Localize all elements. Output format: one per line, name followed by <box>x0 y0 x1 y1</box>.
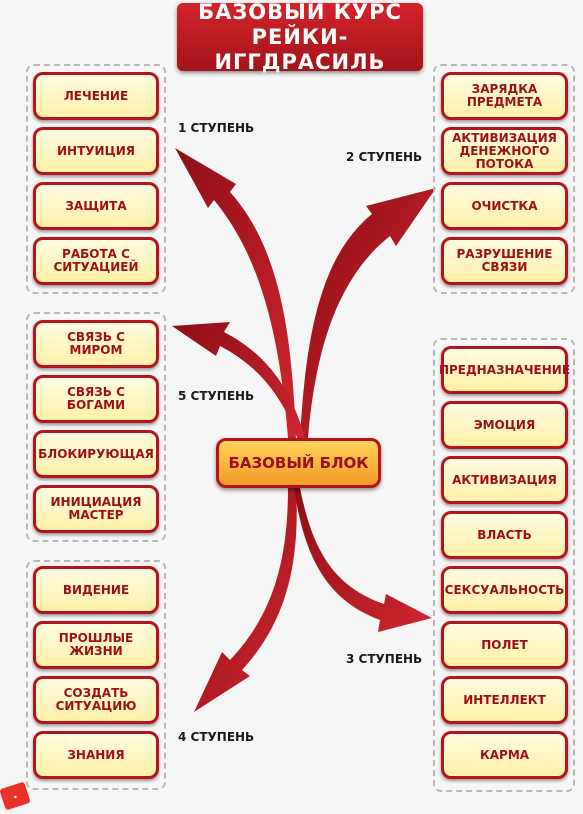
course-title-line1: БАЗОВЫЙ КУРС <box>198 0 402 24</box>
box-blokiruyushchaya[interactable]: БЛОКИРУЮЩАЯ <box>33 430 159 478</box>
box-label: ИНТЕЛЛЕКТ <box>463 692 546 707</box>
group-step-2 <box>433 64 575 294</box>
box-label: СВЯЗЬ С БОГАМИ <box>66 385 126 412</box>
group-step-3 <box>433 338 575 792</box>
box-label: БЛОКИРУЮЩАЯ <box>38 446 154 461</box>
box-label: ЗАРЯДКА ПРЕДМЕТА <box>466 82 543 109</box>
box-sozdat-situatsiyu[interactable]: СОЗДАТЬ СИТУАЦИЮ <box>33 676 159 724</box>
step-5-label: 5 СТУПЕНЬ <box>178 389 255 403</box>
box-label: СЕКСУАЛЬНОСТЬ <box>444 582 565 597</box>
box-razrushenie-svyazi[interactable]: РАЗРУШЕНИЕ СВЯЗИ <box>441 237 568 285</box>
box-label: ПРОШЛЫЕ ЖИЗНИ <box>58 631 134 658</box>
box-intellekt[interactable]: ИНТЕЛЛЕКТ <box>441 676 568 724</box>
box-vlast[interactable]: ВЛАСТЬ <box>441 511 568 559</box>
box-svyaz-s-bogami[interactable]: СВЯЗЬ С БОГАМИ <box>33 375 159 423</box>
box-label: ЗАЩИТА <box>65 198 127 213</box>
box-proshlye-zhizni[interactable]: ПРОШЛЫЕ ЖИЗНИ <box>33 621 159 669</box>
box-label: ЛЕЧЕНИЕ <box>63 88 129 103</box>
box-label: СОЗДАТЬ СИТУАЦИЮ <box>55 686 137 713</box>
box-label: ОЧИСТКА <box>471 198 538 213</box>
box-zaryadka-predmeta[interactable]: ЗАРЯДКА ПРЕДМЕТА <box>441 72 568 120</box>
step-4-label: 4 СТУПЕНЬ <box>178 730 255 744</box>
box-lechenie[interactable]: ЛЕЧЕНИЕ <box>33 72 159 120</box>
box-label: ЭМОЦИЯ <box>473 417 536 432</box>
box-label: КАРМА <box>479 747 530 762</box>
box-label: ИНТУИЦИЯ <box>57 143 135 158</box>
box-karma[interactable]: КАРМА <box>441 731 568 779</box>
box-label: ВИДЕНИЕ <box>62 582 130 597</box>
step-3-label: 3 СТУПЕНЬ <box>346 652 423 666</box>
step-1-label: 1 СТУПЕНЬ <box>178 121 255 135</box>
arrow-to-step-5 <box>172 322 305 440</box>
group-step-4 <box>26 560 166 790</box>
box-emotsiya[interactable]: ЭМОЦИЯ <box>441 401 568 449</box>
step-2-label: 2 СТУПЕНЬ <box>346 150 423 164</box>
box-znaniya[interactable]: ЗНАНИЯ <box>33 731 159 779</box>
box-label: ЗНАНИЯ <box>67 747 125 762</box>
center-block[interactable]: БАЗОВЫЙ БЛОК <box>216 438 381 488</box>
group-step-1 <box>26 64 166 294</box>
box-label: РАБОТА С СИТУАЦИЕЙ <box>53 247 139 274</box>
box-label: ИНИЦИАЦИЯ МАСТЕР <box>50 495 142 522</box>
center-block-label: БАЗОВЫЙ БЛОК <box>228 454 369 472</box>
arrow-to-step-3 <box>294 488 432 632</box>
arrow-to-step-2 <box>300 188 436 438</box>
box-rabota-s-situatsiey[interactable]: РАБОТА С СИТУАЦИЕЙ <box>33 237 159 285</box>
box-seksualnost[interactable]: СЕКСУАЛЬНОСТЬ <box>441 566 568 614</box>
box-aktivizatsiya[interactable]: АКТИВИЗАЦИЯ <box>441 456 568 504</box>
box-label: АКТИВИЗАЦИЯ <box>452 472 557 487</box>
box-prednaznachenie[interactable]: ПРЕДНАЗНАЧЕНИЕ <box>439 346 570 394</box>
box-label: ПРЕДНАЗНАЧЕНИЕ <box>438 362 571 377</box>
box-zashchita[interactable]: ЗАЩИТА <box>33 182 159 230</box>
box-svyaz-s-mirom[interactable]: СВЯЗЬ С МИРОМ <box>33 320 159 368</box>
box-aktivizatsiya-denezhnogo-potoka[interactable]: АКТИВИЗАЦИЯ ДЕНЕЖНОГО ПОТОКА <box>441 127 568 175</box>
box-label: СВЯЗЬ С МИРОМ <box>67 330 125 357</box>
arrow-to-step-1 <box>175 148 296 438</box>
course-title-line2: РЕЙКИ-ИГГДРАСИЛЬ <box>214 24 386 74</box>
box-ochistka[interactable]: ОЧИСТКА <box>441 182 568 230</box>
box-polet[interactable]: ПОЛЕТ <box>441 621 568 669</box>
course-title: БАЗОВЫЙ КУРС РЕЙКИ-ИГГДРАСИЛЬ <box>177 0 423 74</box>
box-label: АКТИВИЗАЦИЯ ДЕНЕЖНОГО ПОТОКА <box>452 130 557 171</box>
box-initsiatsiya-master[interactable]: ИНИЦИАЦИЯ МАСТЕР <box>33 485 159 533</box>
box-videnie[interactable]: ВИДЕНИЕ <box>33 566 159 614</box>
group-step-5 <box>26 312 166 542</box>
box-label: РАЗРУШЕНИЕ СВЯЗИ <box>456 247 553 274</box>
box-intuitsiya[interactable]: ИНТУИЦИЯ <box>33 127 159 175</box>
box-label: ВЛАСТЬ <box>477 527 532 542</box>
arrow-to-step-4 <box>194 488 297 712</box>
box-label: ПОЛЕТ <box>481 637 528 652</box>
